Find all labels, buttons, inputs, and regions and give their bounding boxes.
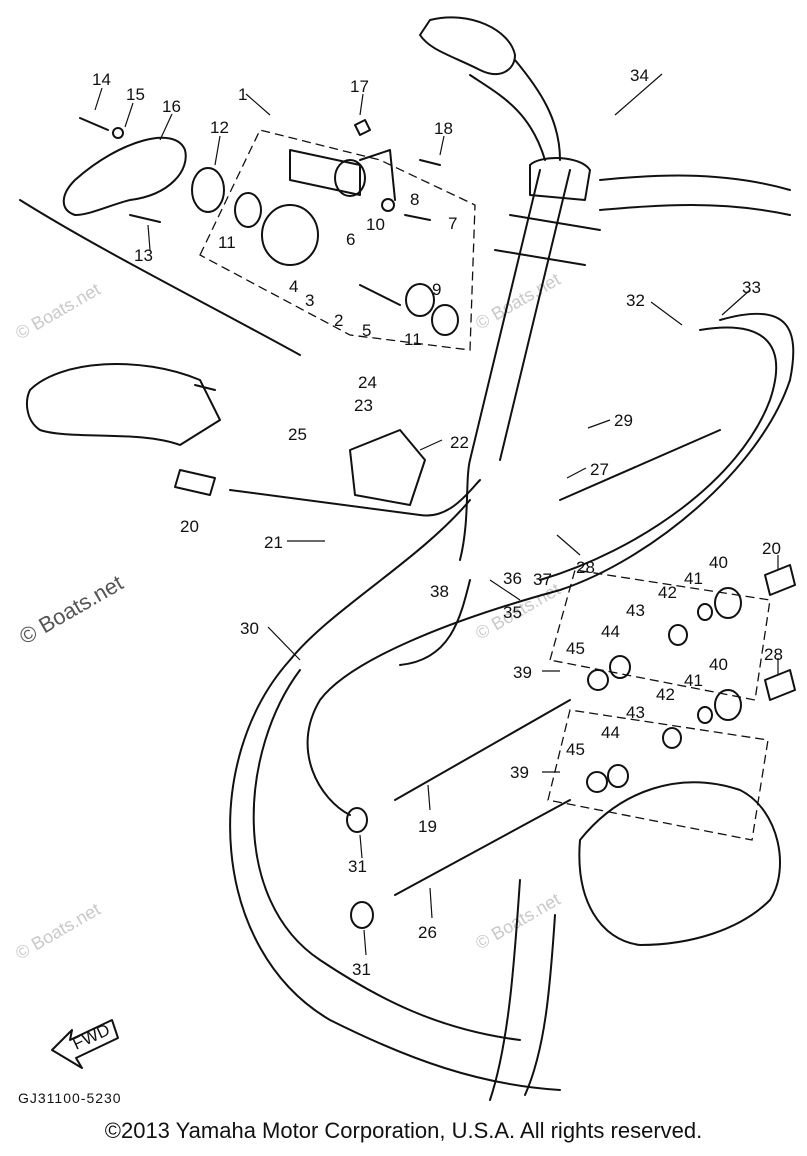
callout-23: 23 (354, 396, 373, 415)
callout-38: 38 (430, 582, 449, 601)
callout-20a: 20 (180, 517, 199, 536)
callout-29: 29 (614, 411, 633, 430)
fittings (346, 564, 796, 929)
callout-15: 15 (126, 85, 145, 104)
callout-40a: 40 (709, 553, 728, 572)
callout-3: 3 (305, 291, 314, 310)
callout-5: 5 (362, 321, 371, 340)
callout-45b: 45 (566, 740, 585, 759)
callout-33: 33 (742, 278, 761, 297)
callout-28b: 28 (764, 645, 783, 664)
throttle-parts (234, 119, 459, 336)
callout-21: 21 (264, 533, 283, 552)
watermarks: © Boats.net © Boats.net © Boats.net © Bo… (12, 269, 564, 963)
callout-1: 1 (238, 85, 247, 104)
callout-10: 10 (366, 215, 385, 234)
callout-20b: 20 (762, 539, 781, 558)
callout-28a: 28 (576, 558, 595, 577)
callout-4: 4 (289, 277, 298, 296)
callouts: 1 2 3 4 5 6 7 8 9 10 11 11 12 13 14 15 1… (92, 66, 783, 979)
callout-26: 26 (418, 923, 437, 942)
callout-7: 7 (448, 214, 457, 233)
engine (578, 781, 781, 946)
callout-30: 30 (240, 619, 259, 638)
callout-41a: 41 (684, 569, 703, 588)
callout-44a: 44 (601, 622, 620, 641)
callout-42a: 42 (658, 583, 677, 602)
callout-11b: 11 (404, 330, 422, 349)
fwd-label: FWD (70, 1020, 113, 1054)
watermark: © Boats.net (12, 899, 104, 963)
callout-31a: 31 (348, 857, 367, 876)
callout-35: 35 (503, 603, 522, 622)
callout-12: 12 (210, 118, 229, 137)
callout-25: 25 (288, 425, 307, 444)
leader-lines (94, 73, 779, 956)
callout-11a: 11 (218, 233, 236, 252)
handle-group (19, 117, 301, 446)
callout-42b: 42 (656, 685, 675, 704)
callout-40b: 40 (709, 655, 728, 674)
callout-19: 19 (418, 817, 437, 836)
watermark: © Boats.net (472, 269, 564, 333)
callout-32: 32 (626, 291, 645, 310)
callout-22: 22 (450, 433, 469, 452)
callout-16: 16 (162, 97, 181, 116)
callout-34: 34 (630, 66, 649, 85)
callout-18: 18 (434, 119, 453, 138)
callout-13: 13 (134, 246, 153, 265)
callout-44b: 44 (601, 723, 620, 742)
copyright-notice: ©2013 Yamaha Motor Corporation, U.S.A. A… (104, 1118, 703, 1143)
callout-14: 14 (92, 70, 111, 89)
callout-31b: 31 (352, 960, 371, 979)
drawing-code: GJ31100-5230 (18, 1090, 122, 1106)
callout-8: 8 (410, 190, 419, 209)
watermark-large: © Boats.net (15, 570, 127, 649)
callout-27: 27 (590, 460, 609, 479)
callout-39a: 39 (513, 663, 532, 682)
callout-36: 36 (503, 569, 522, 588)
callout-45a: 45 (566, 639, 585, 658)
callout-9: 9 (432, 280, 441, 299)
cables (174, 312, 795, 1101)
group-boxes (199, 129, 771, 841)
callout-2: 2 (334, 311, 343, 330)
callout-43b: 43 (626, 703, 645, 722)
callout-17: 17 (350, 77, 369, 96)
callout-37: 37 (533, 570, 552, 589)
fwd-arrow: FWD (51, 1019, 119, 1069)
callout-43a: 43 (626, 601, 645, 620)
callout-24: 24 (358, 373, 377, 392)
watermark: © Boats.net (12, 279, 104, 343)
callout-41b: 41 (684, 671, 703, 690)
callout-6: 6 (346, 230, 355, 249)
callout-39b: 39 (510, 763, 529, 782)
